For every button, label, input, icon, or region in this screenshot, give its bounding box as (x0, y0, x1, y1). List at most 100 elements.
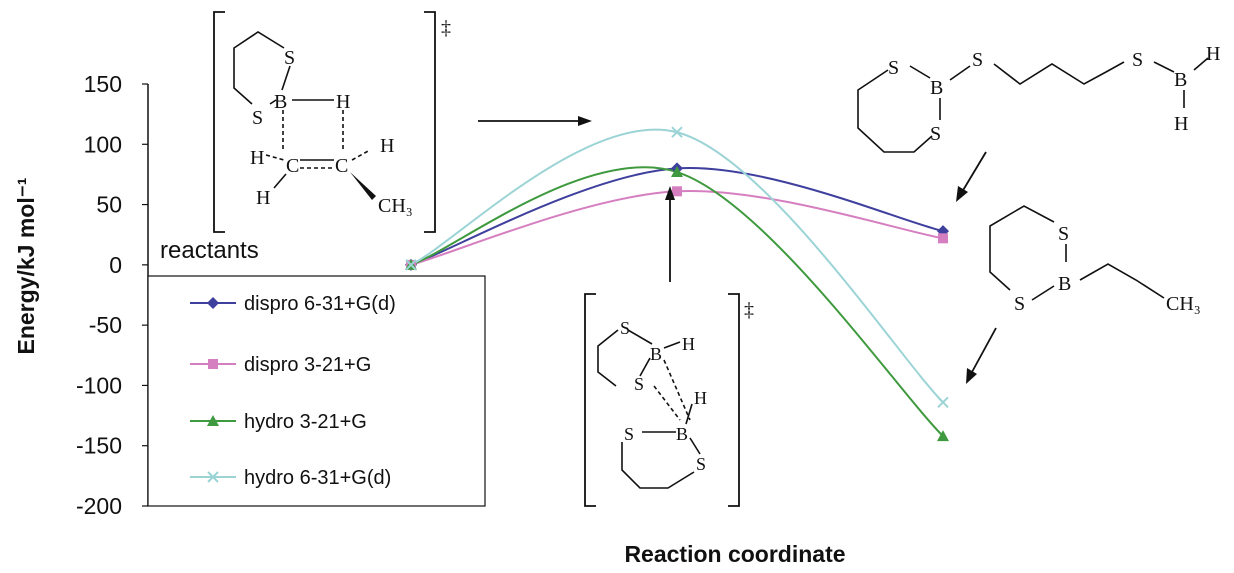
ts2-atom-8: S (696, 454, 706, 474)
ts1-bond-c-h-right (351, 149, 371, 161)
y-tick-label: -150 (76, 433, 122, 459)
ts2-atom-4: S (634, 374, 644, 394)
ts1-atom-9: H (256, 187, 270, 209)
p1-chain (993, 61, 1125, 85)
y-ticks: 150 100 50 0 -50 -100 -150 -200 (76, 71, 148, 519)
ts2-dashed-s-b (653, 385, 681, 421)
ts2-atom-6: S (624, 424, 634, 444)
product-2-structure: S B S CH₃ (989, 205, 1201, 315)
p2-atom-1: S (1058, 223, 1069, 245)
p1-atom-5: S (1132, 49, 1143, 71)
p1-bond-s-b (909, 65, 931, 79)
series-line-0 (410, 167, 944, 266)
p2-chain (1079, 263, 1165, 299)
legend-swatch-marker (207, 471, 219, 483)
ts2-atom-3: H (682, 334, 695, 354)
y-tick-label: 0 (109, 252, 122, 278)
arrow-ts1-head (578, 116, 592, 126)
series-line-1 (410, 190, 944, 266)
series-3-point-2 (937, 396, 949, 409)
ts2-bond-b-s-top (639, 357, 651, 377)
ts1-atom-1: S (284, 47, 295, 69)
ts1-wedge-ch3 (350, 172, 376, 200)
p2-ring (989, 205, 1055, 291)
p1-bond-b-s-chain (949, 65, 971, 81)
arrow-p2-head (966, 368, 977, 384)
ts1-atom-3: H (336, 91, 350, 113)
ts2-bond-b-s-bottom (689, 437, 701, 455)
ts1-ring-bonds (233, 31, 285, 105)
series-1-point-2 (938, 233, 948, 244)
legend-label: hydro 3-21+G (244, 411, 367, 433)
ts1-right-bracket (424, 11, 436, 233)
p2-atom-4: CH₃ (1166, 293, 1201, 315)
ts2-bond-b-h-top (663, 341, 681, 349)
p1-atom-2: B (930, 77, 943, 99)
p1-atom-4: S (972, 49, 983, 71)
arrow-p2 (971, 327, 997, 373)
series-1-point-1 (672, 186, 682, 197)
ts1-double-dagger: ‡ (441, 17, 451, 39)
y-tick-label: -200 (76, 493, 122, 519)
ts2-bond-h-b-bottom (685, 403, 693, 425)
ts2-dashed-b-h (663, 359, 691, 421)
p1-atom-6: B (1174, 69, 1187, 91)
y-tick-label: -50 (89, 312, 122, 338)
p1-bond-s-b-end (1153, 61, 1175, 73)
series-2-point-1 (671, 166, 683, 178)
ts2-right-bracket (728, 293, 740, 507)
y-axis-title: Energy/kJ mol⁻¹ (13, 177, 39, 354)
ts2-atom-5: H (694, 388, 707, 408)
ts1-bond-s-b2 (269, 99, 277, 105)
reactants-label: reactants (160, 237, 259, 264)
ts2-atom-2: B (650, 344, 662, 364)
y-tick-label: 100 (84, 131, 122, 157)
p2-atom-3: S (1014, 293, 1025, 315)
ts2-bond-s-b-top (627, 329, 653, 345)
transition-state-2-structure: ‡ S B H S H S B S (584, 293, 754, 507)
p1-bond-b-h-1 (1193, 57, 1209, 71)
p2-atom-2: B (1058, 273, 1071, 295)
ts2-atom-1: S (620, 318, 630, 338)
ts1-atom-5: H (250, 147, 264, 169)
series-markers (405, 126, 949, 442)
p1-atom-7: H (1206, 43, 1220, 65)
legend-label: dispro 3-21+G (244, 354, 371, 376)
y-tick-label: 150 (84, 71, 122, 97)
ts1-bond-s-b (281, 65, 291, 91)
ts1-bond-h-c-down (273, 173, 287, 189)
legend-swatch-marker (207, 415, 219, 426)
ts1-atom-2: B (274, 91, 287, 113)
x-axis-title: Reaction coordinate (624, 541, 845, 567)
p1-atom-3: S (930, 123, 941, 145)
arrow-p1 (961, 151, 987, 193)
legend-swatch-marker (208, 359, 218, 369)
transition-state-1-structure: ‡ S B H S H C C H H CH₃ (213, 11, 451, 233)
ts2-atom-7: B (676, 424, 688, 444)
product-1-structure: S B S S S B H H (857, 43, 1220, 153)
series-3-point-0 (405, 259, 417, 271)
p1-atom-1: S (888, 57, 899, 79)
ts1-atom-10: CH₃ (378, 195, 413, 217)
ts2-left-bracket (584, 293, 596, 507)
ts1-bond-h-c-left (265, 154, 285, 161)
ts1-atom-7: C (335, 155, 348, 177)
ts1-atom-6: C (286, 155, 299, 177)
ts2-ring-bottom (621, 442, 695, 489)
ts1-atom-4: S (252, 107, 263, 129)
y-tick-label: 50 (96, 192, 122, 218)
arrow-ts2-head (665, 186, 675, 200)
ts1-left-bracket (213, 11, 225, 233)
p1-ring (857, 69, 933, 153)
ts1-atom-8: H (380, 135, 394, 157)
series-2-point-2 (937, 430, 949, 442)
legend-label: dispro 6-31+G(d) (244, 293, 396, 315)
ts2-ring-top (597, 329, 619, 387)
legend-swatch-marker (207, 297, 219, 309)
legend-box (147, 275, 486, 507)
p2-bond-s-b2 (1031, 285, 1055, 301)
y-tick-label: -100 (76, 372, 122, 398)
arrow-p1-head (956, 186, 968, 202)
